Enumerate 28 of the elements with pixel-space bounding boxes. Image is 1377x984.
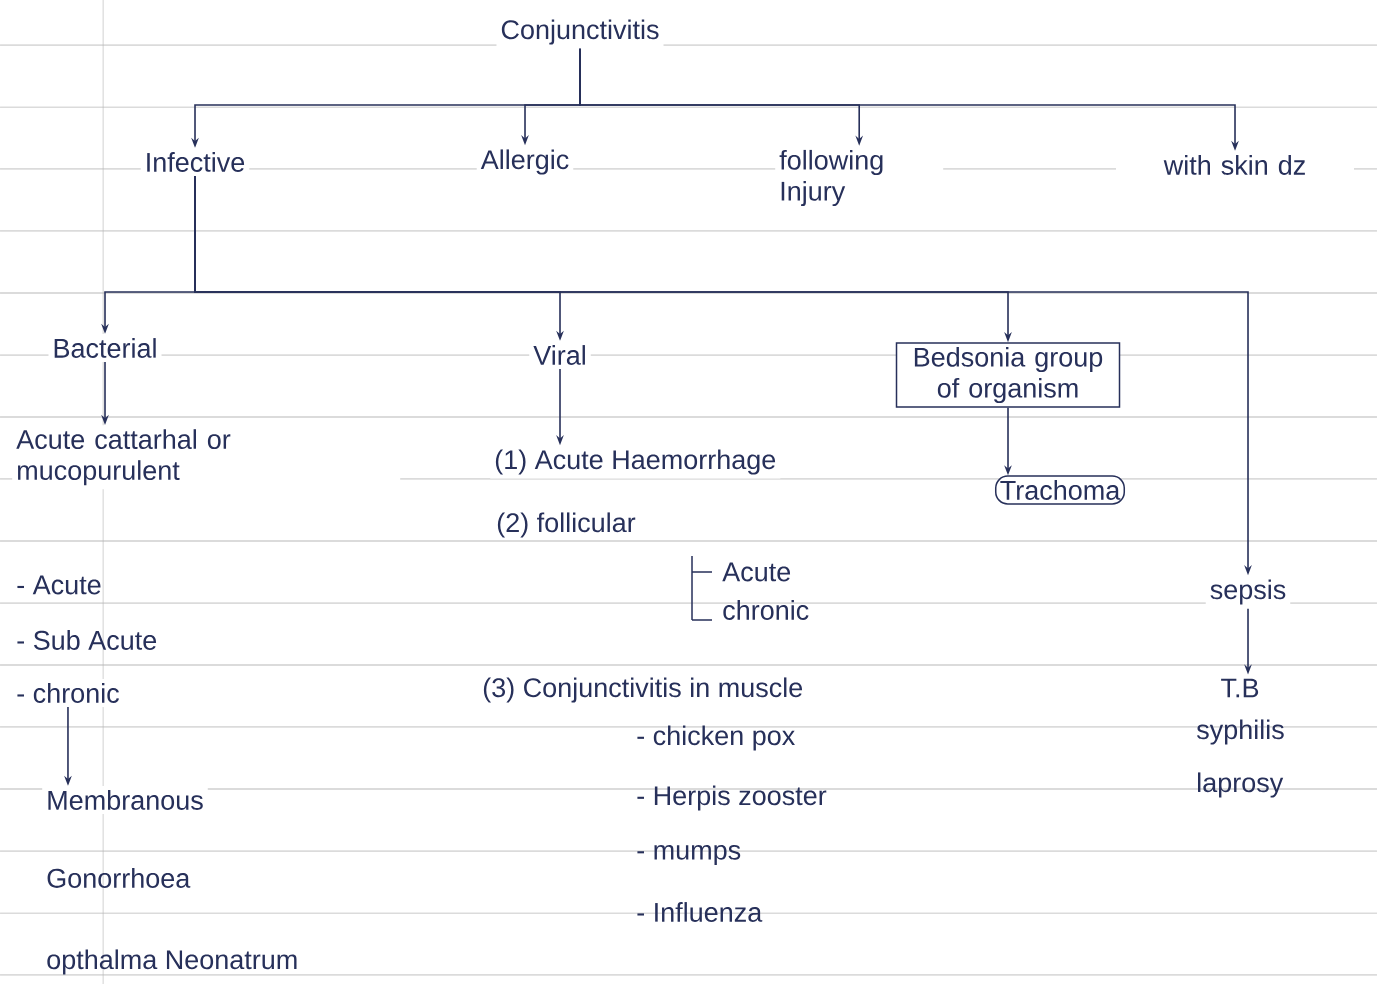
note-text: (2) follicular — [497, 512, 636, 538]
note-text: opthalma Neonatrum — [47, 949, 297, 975]
note-text: - mumps — [637, 844, 741, 866]
node-label: with skin dz — [1116, 151, 1354, 179]
note-text: Acute — [722, 562, 791, 582]
node-label: following Injury — [775, 145, 944, 211]
node-label: (1) Acute Haemorrhage — [490, 445, 781, 479]
node-label: Bacterial — [48, 334, 162, 362]
group-box: Bedsonia group of organism — [895, 342, 1121, 408]
node-label: Viral — [529, 341, 591, 369]
note-text: syphilis — [1196, 719, 1284, 745]
note-text: Gonorrhoea — [47, 868, 191, 888]
note-text: chronic — [723, 600, 809, 620]
note-text: - Sub Acute — [17, 630, 157, 650]
note-text: (3) Conjunctivitis in muscle — [483, 677, 803, 703]
note-text: - Herpis zooster — [637, 785, 827, 811]
node-label: sepsis — [1205, 575, 1291, 609]
node-label: Acute cattarhal or mucopurulent — [12, 425, 401, 490]
node-label: Allergic — [476, 145, 574, 179]
node-label: Infective — [140, 148, 250, 176]
node-label: Conjunctivitis — [496, 15, 664, 49]
note-text: - Acute — [17, 575, 101, 595]
note-text: laprosy — [1198, 772, 1284, 798]
node-label: - chronic — [12, 679, 124, 707]
node-label: Membranous — [42, 786, 208, 814]
note-text: - Influenza — [637, 902, 763, 922]
rounded-box: Trachoma — [995, 475, 1125, 505]
note-text: - chicken pox — [637, 725, 795, 751]
